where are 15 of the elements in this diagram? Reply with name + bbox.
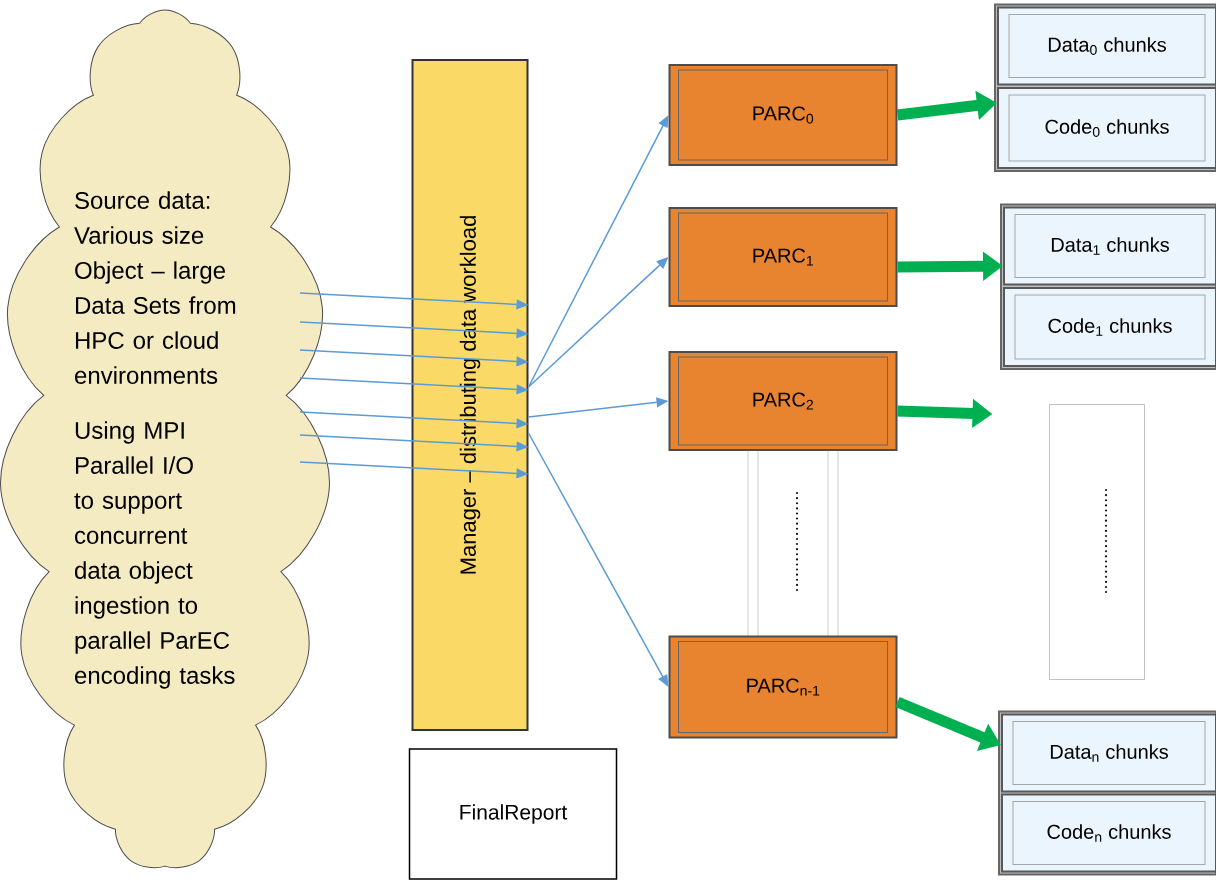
process-box: PARC$_{1}$ xyxy=(668,207,898,307)
arrow xyxy=(527,432,669,687)
process-box: PARC$_{n-1}$ xyxy=(668,635,898,739)
process-box: PARC$_{0}$ xyxy=(668,64,898,166)
chunk-box: Data$_{0}$ chunks xyxy=(997,6,1216,86)
process-box: PARC$_{2}$ xyxy=(668,351,898,451)
chunk-box: Code$_{n}$ chunks xyxy=(1001,793,1216,873)
report-box: FinalReport xyxy=(408,748,618,880)
chunk-box: Code$_{0}$ chunks xyxy=(997,87,1216,169)
empty-box xyxy=(1049,404,1145,680)
chunk-box: Code$_{1}$ chunks xyxy=(1003,287,1216,367)
chunk-box: Data$_{1}$ chunks xyxy=(1003,206,1216,286)
source-cloud: Source data: Various size Object – large Data Sets from HPC or cloud environments Using MPI Parallel I/O to support concurrent data object ingestion to parallel ParEC encoding tasks xyxy=(0,9,330,869)
chunk-box: Data$_{n}$ chunks xyxy=(1001,713,1216,793)
manager-bar: Manager – distributing data workload xyxy=(411,59,529,731)
